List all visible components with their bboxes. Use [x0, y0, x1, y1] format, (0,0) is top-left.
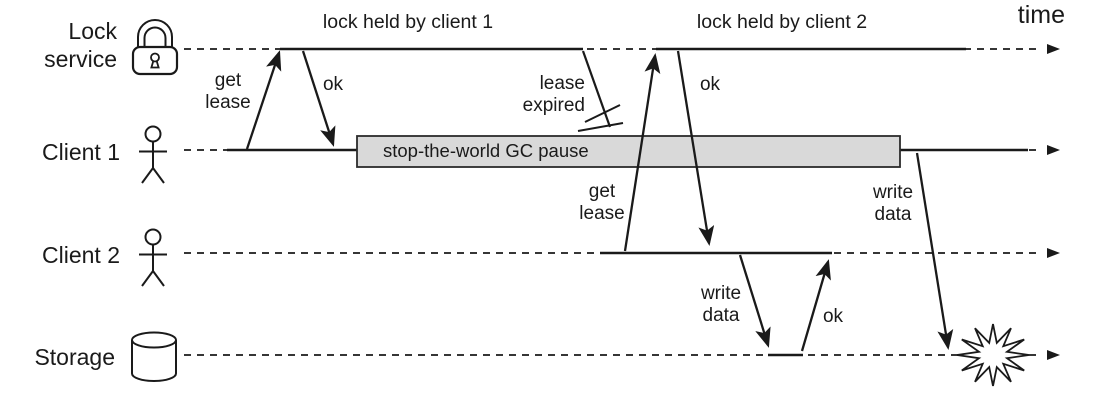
- label-client1-get-lease: get lease: [205, 70, 251, 113]
- label-client2-write-data: write data: [700, 283, 742, 326]
- time-arrowhead-storage: [1047, 350, 1060, 360]
- lane-label-lock-service: Lock service: [44, 18, 117, 72]
- gc-pause-box: [356, 135, 901, 168]
- label-lock-held-by-client-1: lock held by client 1: [322, 11, 494, 33]
- label-client2-get-lease: get lease: [579, 181, 625, 224]
- lane-label-storage: Storage: [34, 344, 115, 370]
- person-icon-client1: [139, 125, 167, 184]
- arrow-client1-write-data: [915, 152, 954, 350]
- database-cylinder-icon: [131, 331, 177, 382]
- label-client1-write-data: write data: [872, 182, 914, 225]
- time-arrowhead-client-1: [1047, 145, 1060, 155]
- time-arrowhead-client-2: [1047, 248, 1060, 258]
- arrow-client2-write-data: [738, 254, 771, 348]
- arrow-client1-ok: [301, 50, 336, 147]
- label-lease-expired: lease expired: [522, 73, 585, 116]
- time-arrowhead-lock-service: [1047, 44, 1060, 54]
- label-lock-held-by-client-2: lock held by client 2: [696, 11, 868, 33]
- time-axis-label: time: [1017, 1, 1065, 29]
- padlock-icon: [131, 19, 179, 76]
- message-dropped-cross: [584, 104, 621, 123]
- lease-expired-dropped-message: [577, 50, 624, 132]
- arrow-client2-get-lease: [623, 53, 661, 252]
- person-icon-client2: [139, 228, 167, 287]
- label-client1-ok: ok: [322, 74, 344, 95]
- crash-explosion-icon: [956, 323, 1030, 387]
- lane-label-client-1: Client 1: [42, 139, 120, 165]
- arrow-client2-ok: [676, 50, 715, 246]
- gc-pause-label: stop-the-world GC pause: [383, 140, 589, 161]
- label-storage-ok: ok: [822, 306, 844, 327]
- lane-label-client-2: Client 2: [42, 242, 120, 268]
- arrow-client1-get-lease: [245, 50, 282, 150]
- label-client2-ok: ok: [699, 74, 721, 95]
- arrow-storage-ok: [800, 259, 831, 352]
